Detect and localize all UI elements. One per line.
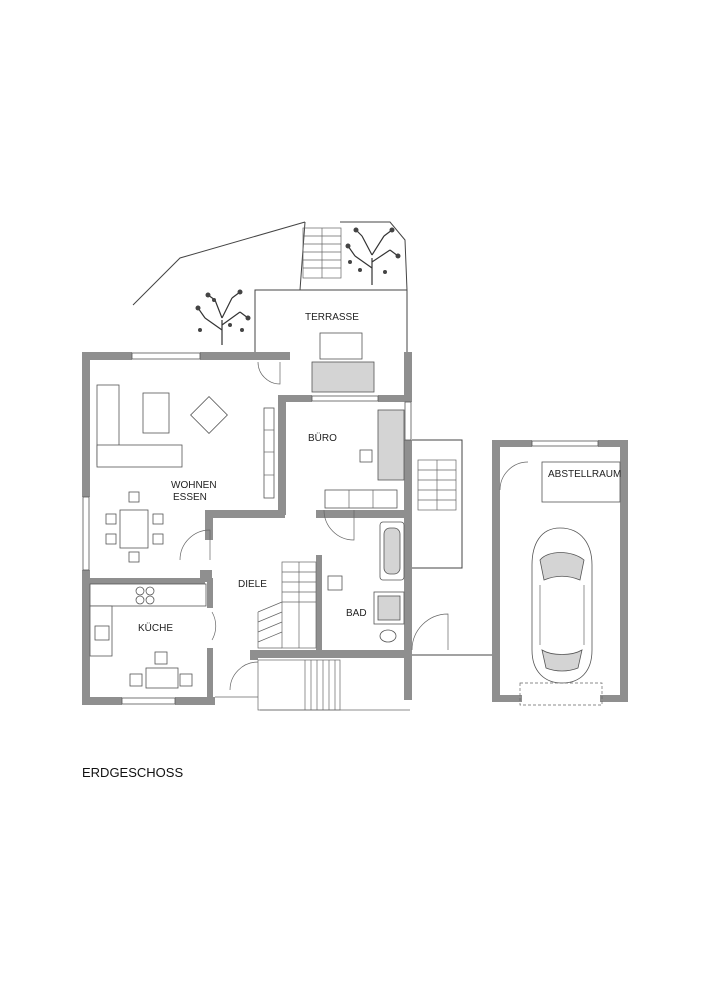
floor-title: ERDGESCHOSS	[82, 765, 183, 780]
label-essen: ESSEN	[173, 492, 207, 503]
terrace-stairs	[302, 227, 342, 279]
label-bad: BAD	[346, 608, 367, 619]
label-abstellraum: ABSTELLRAUM	[548, 469, 621, 480]
office-furniture	[324, 409, 405, 509]
storage-area	[499, 461, 621, 503]
bath-fixtures	[327, 521, 405, 643]
label-kueche: KÜCHE	[138, 622, 173, 634]
label-wohnen: WOHNEN	[171, 480, 217, 491]
doors	[179, 361, 449, 691]
label-buero: BÜRO	[308, 432, 337, 444]
terrace-table	[311, 332, 375, 393]
exterior-walls	[82, 352, 412, 705]
terrace-outline	[132, 221, 408, 355]
entrance-stairs	[215, 659, 410, 711]
tree-left	[195, 289, 251, 345]
tree-right	[345, 227, 401, 285]
windows	[82, 352, 412, 705]
kitchen-furniture	[89, 583, 207, 689]
garage-walls	[492, 440, 628, 702]
label-diele: DIELE	[238, 579, 267, 590]
label-terrasse: TERRASSE	[305, 312, 359, 323]
dining-table	[105, 491, 164, 563]
side-stairs	[412, 439, 492, 656]
car-icon	[519, 527, 603, 706]
living-furniture	[96, 384, 275, 499]
interior-staircase	[257, 561, 317, 649]
interior-walls	[90, 395, 412, 703]
